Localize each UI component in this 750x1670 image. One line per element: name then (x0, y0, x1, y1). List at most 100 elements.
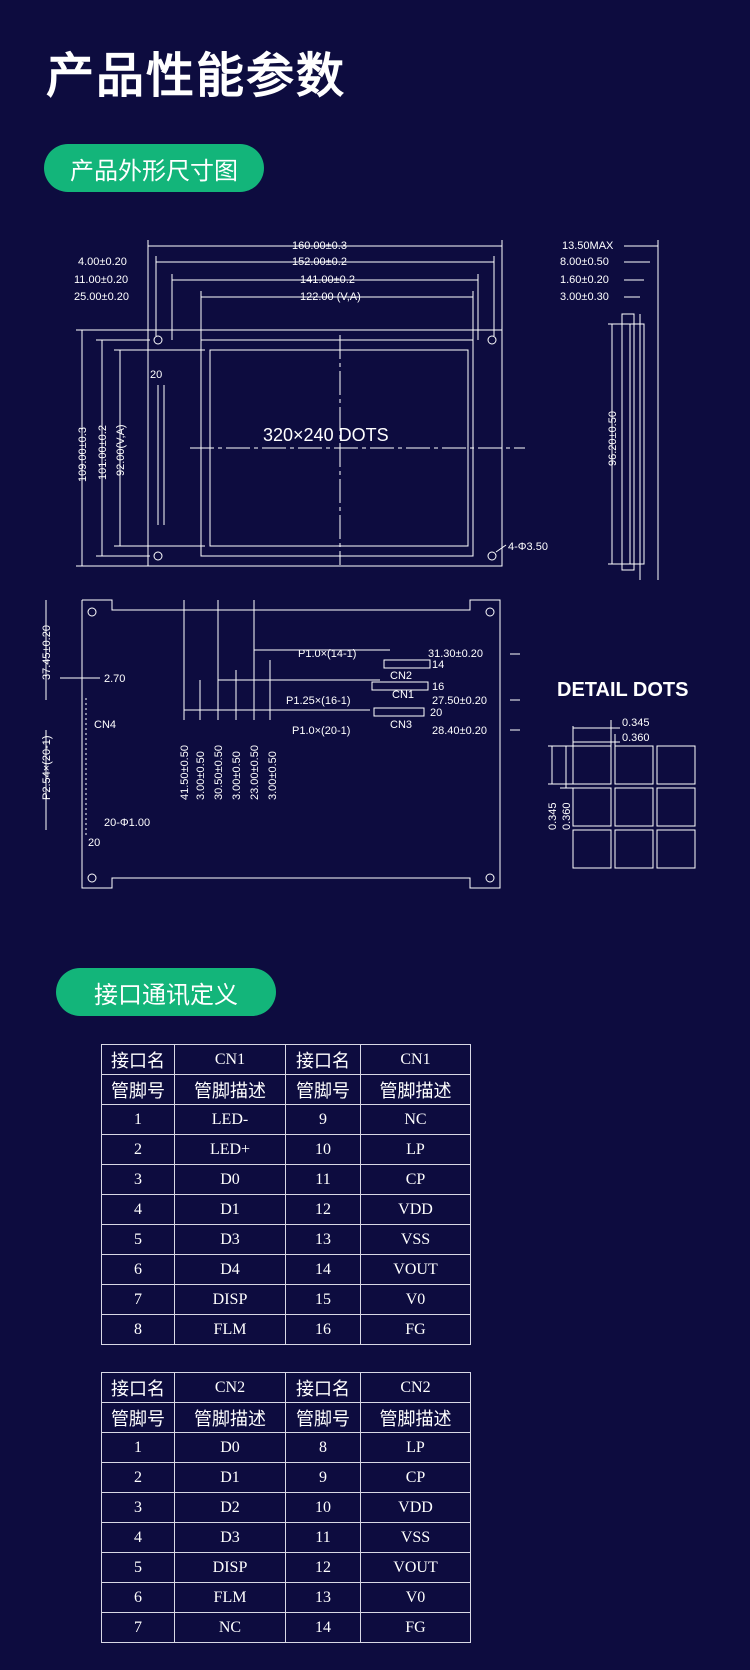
back-v5: 23.00±0.50 (249, 745, 261, 800)
header-cell: CN2 (174, 1372, 286, 1403)
front-pin-20-label: 20 (150, 369, 162, 381)
table-cell: D0 (174, 1432, 286, 1463)
back-dim-2750: 27.50±0.20 (432, 695, 487, 707)
back-n16: 16 (432, 681, 444, 693)
table-cell: 16 (285, 1314, 361, 1345)
table-cell: VDD (360, 1194, 471, 1225)
header-cell: 管脚号 (285, 1402, 361, 1433)
dot-9 (656, 829, 696, 869)
table-cell: D1 (174, 1194, 286, 1225)
table-cell: VSS (360, 1522, 471, 1553)
header-cell: 管脚描述 (360, 1402, 471, 1433)
table-cell: FG (360, 1612, 471, 1643)
dim-width-view: 141.00±0.2 (300, 274, 355, 286)
back-v2: 3.00±0.50 (195, 751, 207, 800)
header-cell: 管脚号 (285, 1074, 361, 1105)
dot-3 (656, 745, 696, 785)
table-cell: 2 (101, 1462, 175, 1493)
table-cell: 3 (101, 1492, 175, 1523)
header-cell: CN1 (360, 1044, 471, 1075)
dot-2 (614, 745, 654, 785)
side-outline (621, 313, 635, 571)
table-cell: 11 (285, 1164, 361, 1195)
dim-width-holes: 152.00±0.2 (292, 256, 347, 268)
back-cn3-label: CN3 (390, 719, 412, 731)
table-cell: CP (360, 1462, 471, 1493)
table-cell: 15 (285, 1284, 361, 1315)
table-cell: 1 (101, 1432, 175, 1463)
back-outline (81, 599, 501, 889)
side-dim-2: 1.60±0.20 (560, 274, 609, 286)
table-cell: D4 (174, 1254, 286, 1285)
dot-5 (614, 787, 654, 827)
table-cell: VOUT (360, 1254, 471, 1285)
table-cell: DISP (174, 1552, 286, 1583)
header-cell: CN1 (174, 1044, 286, 1075)
back-pitch: P2.54×(20-1) (41, 735, 53, 800)
header-cell: 管脚描述 (174, 1074, 286, 1105)
back-dim-270: 2.70 (104, 673, 125, 685)
table-cell: 10 (285, 1492, 361, 1523)
header-cell: 管脚号 (101, 1074, 175, 1105)
section-header-interface: 接口通讯定义 (56, 968, 276, 1016)
table-cell: 9 (285, 1462, 361, 1493)
table-cell: 5 (101, 1224, 175, 1255)
detail-w1: 0.345 (622, 717, 650, 729)
dot-8 (614, 829, 654, 869)
table-cell: LED- (174, 1104, 286, 1135)
table-cell: 4 (101, 1522, 175, 1553)
table-header-row: 接口名 CN1 接口名 CN1 (101, 1044, 471, 1075)
dot-1 (572, 745, 612, 785)
back-v6: 3.00±0.50 (267, 751, 279, 800)
back-dim-3130: 31.30±0.20 (428, 648, 483, 660)
table-cell: LP (360, 1134, 471, 1165)
dots-label: 320×240 DOTS (263, 425, 389, 445)
mount-hole-bl (153, 551, 163, 561)
table-cell: 12 (285, 1552, 361, 1583)
back-v1: 41.50±0.50 (179, 745, 191, 800)
dot-7 (572, 829, 612, 869)
table-cell: 10 (285, 1134, 361, 1165)
table-cell: 6 (101, 1582, 175, 1613)
table-cell: LP (360, 1432, 471, 1463)
table-cell: LED+ (174, 1134, 286, 1165)
table-cell: V0 (360, 1284, 471, 1315)
table-cell: 8 (285, 1432, 361, 1463)
table-header-row: 管脚号 管脚描述 管脚号 管脚描述 (101, 1074, 471, 1105)
table-cell: VOUT (360, 1552, 471, 1583)
table-cell: 13 (285, 1224, 361, 1255)
cn3-footprint (373, 707, 425, 717)
table-cell: DISP (174, 1284, 286, 1315)
dim-width-total: 160.00±0.3 (292, 240, 347, 252)
header-cell: 管脚描述 (360, 1074, 471, 1105)
header-cell: CN2 (360, 1372, 471, 1403)
dot-6 (656, 787, 696, 827)
mount-hole-tl (153, 335, 163, 345)
table-cell: NC (174, 1612, 286, 1643)
detail-dots-title: DETAIL DOTS (557, 679, 688, 701)
table-cell: 9 (285, 1104, 361, 1135)
table-cell: V0 (360, 1582, 471, 1613)
table-cell: NC (360, 1104, 471, 1135)
back-p1-20: P1.0×(20-1) (292, 725, 350, 737)
table-cell: 2 (101, 1134, 175, 1165)
back-p125: P1.25×(16-1) (286, 695, 351, 707)
side-dim-1: 8.00±0.50 (560, 256, 609, 268)
back-pinholes: 20-Φ1.00 (104, 817, 150, 829)
detail-h1: 0.345 (547, 802, 559, 830)
table-cell: D0 (174, 1164, 286, 1195)
dot-4 (572, 787, 612, 827)
back-cn4-label: CN4 (94, 719, 116, 731)
table-cell: CP (360, 1164, 471, 1195)
table-cell: FG (360, 1314, 471, 1345)
